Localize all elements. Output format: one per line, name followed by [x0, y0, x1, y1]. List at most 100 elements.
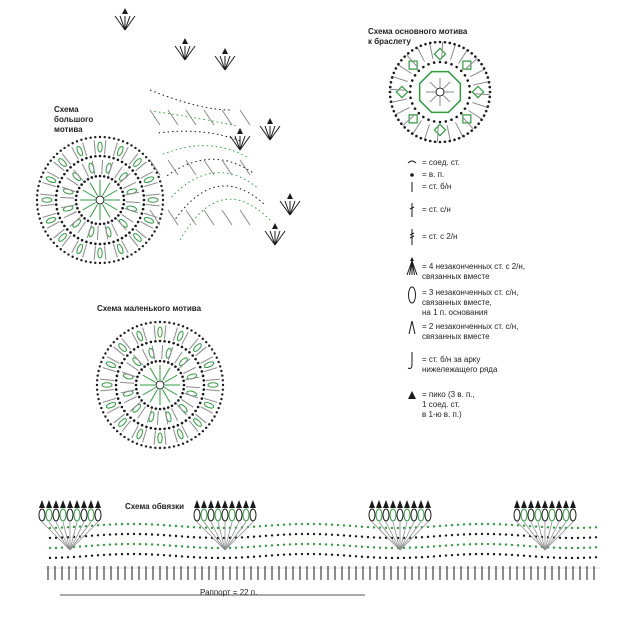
inner-post: [142, 387, 156, 396]
chain-dot: [90, 176, 94, 179]
chain-dot: [94, 222, 98, 225]
chain-dot: [98, 242, 102, 246]
chain-dot: [202, 383, 206, 387]
chain-dot: [145, 341, 148, 345]
chain-dot: [456, 533, 460, 536]
chain-dot: [318, 532, 322, 536]
picot-icon: [549, 500, 555, 508]
chain-dot: [38, 180, 41, 183]
stitch-post: [123, 181, 137, 189]
chain-dot: [540, 555, 544, 559]
chain-dot: [144, 155, 148, 159]
chain-dot: [121, 206, 124, 210]
chain-dot: [162, 553, 166, 557]
chain-dot: [408, 546, 412, 549]
chain-dot: [360, 525, 364, 528]
stitch-post: [544, 521, 560, 551]
chain-dot: [35, 198, 39, 202]
chain-dot: [102, 543, 106, 547]
stitch-post: [126, 362, 139, 371]
chain-dot: [126, 542, 130, 546]
bobble-stitch: [143, 176, 155, 184]
chain-dot: [408, 90, 412, 94]
bobble-stitch: [417, 508, 425, 522]
legend-text: = 3 незаконченных ст. с/н, связанных вме…: [422, 288, 519, 317]
inner-post: [82, 189, 96, 198]
chain-dot: [63, 250, 66, 254]
chain-dot: [138, 216, 142, 220]
stitch-post: [143, 212, 158, 218]
stitch-post: [219, 55, 226, 71]
stitch-post: [424, 124, 430, 140]
chain-dot: [128, 231, 131, 234]
chain-dot: [76, 236, 80, 240]
chain-dot: [372, 546, 376, 549]
chain-dot: [450, 62, 453, 66]
chain-dot: [102, 411, 105, 414]
bobble-stitch: [116, 145, 124, 157]
chain-dot: [89, 155, 93, 159]
inner-post: [162, 367, 171, 381]
chain-dot: [455, 115, 458, 119]
chain-dot: [480, 532, 484, 536]
stitch-post: [289, 200, 296, 216]
chain-dot: [594, 556, 598, 559]
chain-dot: [116, 397, 120, 400]
chain-dot: [63, 172, 66, 176]
chain-dot: [80, 158, 84, 162]
stitch-post: [172, 327, 178, 342]
chain-dot: [276, 533, 280, 537]
chain-dot: [98, 174, 102, 178]
chain-dot: [146, 404, 150, 408]
stitch-post: [399, 521, 422, 551]
chain-dot: [366, 555, 370, 559]
stitch-post: [53, 161, 65, 172]
chain-arc: [171, 172, 259, 198]
stitch-post: [203, 209, 215, 226]
chain-dot: [354, 535, 358, 538]
stitch-post: [274, 230, 286, 246]
stitch-post: [100, 389, 115, 392]
chain-dot: [121, 190, 124, 194]
chain-dot: [136, 176, 140, 180]
chain-dot: [196, 361, 200, 365]
chain-dot: [482, 114, 486, 117]
stitch-post: [179, 45, 186, 61]
stitch-post: [416, 47, 426, 62]
chain-dot: [336, 523, 340, 527]
chain-dot: [144, 533, 148, 536]
chain-dot: [177, 399, 180, 402]
chain-dot: [84, 544, 88, 548]
chain-dot: [172, 425, 175, 429]
chain-dot: [477, 122, 480, 126]
chain-dot: [488, 90, 492, 94]
stitch-post: [239, 109, 251, 126]
chain-dot: [66, 556, 70, 559]
chain-dot: [117, 259, 120, 262]
chain-dot: [306, 552, 310, 556]
chain-dot: [468, 96, 471, 100]
chain-dot: [89, 261, 92, 264]
bobble-stitch: [520, 508, 528, 522]
chain-dot: [126, 532, 130, 536]
chain-dot: [438, 60, 442, 64]
chain-dot: [198, 334, 201, 337]
bobble-stitch: [58, 233, 67, 242]
chain-dot: [154, 427, 157, 431]
legend-text: = ст. с/н: [422, 205, 451, 214]
stitch-post: [116, 219, 127, 231]
chain-dot: [406, 52, 410, 55]
stitch-post: [119, 173, 131, 184]
chain-dot: [122, 194, 125, 198]
chain-dot: [36, 189, 39, 192]
chain-dot: [588, 546, 592, 549]
stitch-post: [133, 354, 144, 366]
stitch-post: [221, 209, 233, 226]
stitch-post: [121, 214, 134, 223]
chain-dot: [146, 362, 150, 366]
chain-dot: [413, 74, 417, 77]
chain-dot: [90, 534, 94, 537]
chain-dot: [444, 524, 448, 527]
chain-dot: [400, 58, 403, 62]
